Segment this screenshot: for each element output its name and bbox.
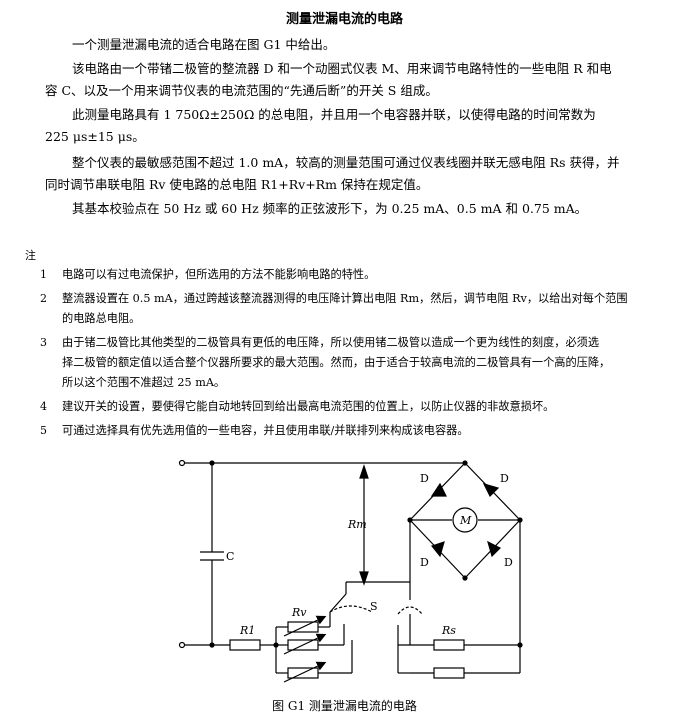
paragraph-3-line-1: 此测量电路具有 1 750Ω±250Ω 的总电阻，并且用一个电容器并联，以使得电… (72, 107, 596, 122)
paragraph-2-line-2: 容 C、以及一个用来调节仪表的电流范围的“先通后断”的开关 S 组成。 (45, 83, 438, 98)
note-3-line-2: 择二极管的额定值以适合整个仪器所要求的最大范围。然而，由于适合于较高电流的二极管… (62, 356, 611, 369)
label-s: S (370, 600, 378, 613)
note-5-line-1: 可通过选择具有优先选用值的一些电容，并且使用串联/并联排列来构成该电容器。 (62, 424, 469, 437)
resistor-r1 (229, 639, 261, 651)
note-3-line-1: 由于锗二极管比其他类型的二极管具有更低的电压降，所以使用锗二极管以造成一个更为线… (62, 336, 600, 349)
note-number: 3 (40, 336, 47, 349)
note-1-line-1: 电路可以有过电流保护，但所选用的方法不能影响电路的特性。 (62, 268, 376, 281)
document-title: 测量泄漏电流的电路 (285, 12, 403, 27)
resistor-rs-1 (433, 639, 465, 651)
note-number: 1 (40, 268, 47, 281)
label-d: D (500, 472, 509, 485)
note-number: 4 (40, 400, 47, 413)
label-rv: Rv (291, 606, 307, 619)
terminal-bottom (178, 641, 186, 649)
note-3-line-3: 所以这个范围不准超过 25 mA。 (62, 376, 226, 389)
note-4-line-1: 建议开关的设置，要使得它能自动地转回到给出最高电流范围的位置上，以防止仪器的非故… (62, 400, 555, 413)
figure-caption: 图 G1 测量泄漏电流的电路 (272, 699, 417, 713)
paragraph-2-line-1: 该电路由一个带锗二极管的整流器 D 和一个动圈式仪表 M、用来调节电路特性的一些… (72, 61, 612, 76)
label-rm: Rm (347, 518, 367, 531)
note-number: 2 (40, 292, 47, 305)
paragraph-1: 一个测量泄漏电流的适合电路在图 G1 中给出。 (72, 37, 336, 52)
label-d: D (504, 556, 513, 569)
label-r1: R1 (239, 624, 255, 637)
label-c: C (226, 550, 234, 563)
note-number: 5 (40, 424, 47, 437)
diode-2 (482, 483, 500, 498)
note-2-line-1: 整流器设置在 0.5 mA，通过跨越该整流器测得的电压降计算出电阻 Rm，然后，… (62, 292, 628, 305)
paragraph-3-line-2: 225 μs±15 μs。 (45, 129, 145, 144)
paragraph-4-line-2: 同时调节串联电阻 Rv 使电路的总电阻 R1+Rv+Rm 保持在规定值。 (45, 177, 429, 192)
terminal-top (178, 459, 186, 467)
diode-4 (487, 540, 502, 558)
label-m: M (459, 514, 472, 527)
notes-label: 注 (25, 249, 36, 262)
paragraph-5: 其基本校验点在 50 Hz 或 60 Hz 频率的正弦波形下，为 0.25 mA… (72, 201, 588, 216)
diode-1 (430, 482, 447, 497)
paragraph-4-line-1: 整个仪表的最敏感范围不超过 1.0 mA，较高的测量范围可通过仪表线圈并联无感电… (72, 155, 620, 170)
resistor-rs-2 (433, 667, 465, 679)
label-d: D (420, 556, 429, 569)
note-2-line-2: 的电路总电阻。 (62, 312, 141, 325)
meter-m (452, 507, 478, 533)
diode-3 (430, 541, 445, 558)
label-d: D (420, 472, 429, 485)
label-rs: Rs (441, 624, 456, 637)
